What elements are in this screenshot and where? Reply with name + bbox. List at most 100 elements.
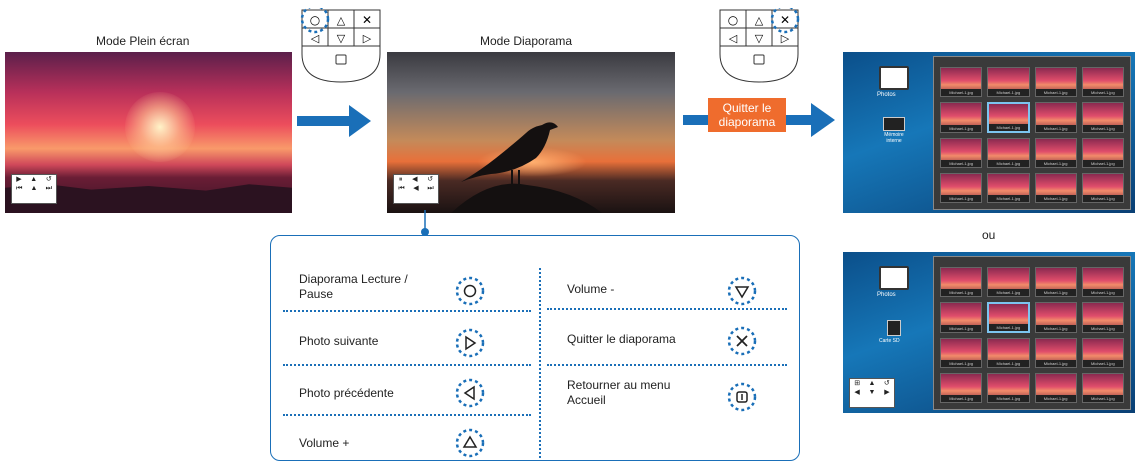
- thumb-grid-1: Michael-1.jpg Michael-1.jpg Michael-1.jp…: [940, 67, 1124, 203]
- thumbnail[interactable]: Michael-1.jpg: [1081, 137, 1124, 168]
- thumbnail[interactable]: Michael-1.jpg: [940, 172, 983, 203]
- svg-text:▽: ▽: [337, 32, 346, 45]
- volume-icon: ◀: [412, 176, 418, 183]
- thumb-grid-2: Michael-1.jpg Michael-1.jpg Michael-1.jp…: [940, 267, 1124, 403]
- photos-icon: [879, 266, 909, 290]
- seagull-silhouette: [451, 122, 603, 213]
- home2-item2: Carte SD: [879, 338, 900, 344]
- back-icon: ↺: [45, 176, 52, 183]
- thumbnail[interactable]: Michael-1.jpg: [1034, 67, 1077, 98]
- legend-quit-slideshow-label: Quitter le diaporama: [567, 332, 676, 346]
- column-divider: [539, 268, 541, 458]
- thumbnail[interactable]: Michael-1.jpg: [1081, 337, 1124, 368]
- next-icon: ⏭: [45, 185, 52, 192]
- svg-text:▷: ▷: [781, 32, 790, 45]
- thumbnail[interactable]: Michael-1.jpg: [940, 302, 983, 333]
- fullscreen-photo: ▶▲↺ ⏮▲⏭: [5, 52, 292, 213]
- thumbnail[interactable]: Michael-1.jpg: [1081, 102, 1124, 133]
- thumb-panel-2: Michael-1.jpg Michael-1.jpg Michael-1.jp…: [933, 256, 1131, 410]
- image-icon: ▲: [30, 176, 38, 183]
- svg-text:○: ○: [310, 13, 320, 27]
- thumbnail[interactable]: Michael-1.jpg: [940, 137, 983, 168]
- thumbnail[interactable]: Michael-1.jpg: [987, 372, 1030, 403]
- thumbnail-selected[interactable]: Michael-1.jpg: [987, 302, 1030, 333]
- thumbnail[interactable]: Michael-1.jpg: [987, 67, 1030, 98]
- remote-control-2: ○ △ ✕ ◁ ▽ ▷: [719, 8, 800, 83]
- fullscreen-title: Mode Plein écran: [96, 34, 190, 48]
- thumbnail[interactable]: Michael-1.jpg: [1034, 172, 1077, 203]
- quit-slideshow-button[interactable]: Quitter le diaporama: [708, 98, 786, 132]
- photos-icon: [879, 66, 909, 90]
- thumbnail[interactable]: Michael-1.jpg: [940, 102, 983, 133]
- thumbnail[interactable]: Michael-1.jpg: [1034, 137, 1077, 168]
- up-icon: ▲: [868, 380, 876, 387]
- home2-item1: Photos: [877, 292, 896, 298]
- legend-box: Diaporama Lecture / Pause Photo suivante…: [270, 235, 800, 461]
- home1-item2: Mémoire interne: [884, 132, 904, 144]
- thumbnail[interactable]: Michael-1.jpg: [940, 67, 983, 98]
- image2-icon: ▲: [30, 185, 38, 192]
- circle-icon: [455, 276, 485, 306]
- prev-icon: ⏮: [398, 185, 405, 192]
- up-triangle-icon: [455, 428, 485, 458]
- thumbnail-selected[interactable]: Michael-1.jpg: [987, 102, 1030, 133]
- thumbnail[interactable]: Michael-1.jpg: [1034, 102, 1077, 133]
- left-triangle-icon: [455, 378, 485, 408]
- slideshow-control-pad: ⏸◀↺ ⏮◀⏭: [393, 174, 439, 204]
- thumbnail[interactable]: Michael-1.jpg: [940, 372, 983, 403]
- sd-card-icon: [887, 320, 901, 336]
- home-screen-1: Photos Mémoire interne Michael-1.jpg Mic…: [843, 52, 1135, 213]
- thumbnail[interactable]: Michael-1.jpg: [1034, 302, 1077, 333]
- back-icon: ↺: [883, 380, 890, 387]
- remote-control-1: ○ △ ✕ ◁ ▽ ▷: [300, 8, 381, 83]
- thumbnail[interactable]: Michael-1.jpg: [940, 337, 983, 368]
- home-icon: [727, 382, 757, 412]
- svg-text:▷: ▷: [363, 32, 372, 45]
- legend-volume-up-label: Volume +: [299, 436, 350, 450]
- thumbnail[interactable]: Michael-1.jpg: [1081, 267, 1124, 298]
- legend-prev-photo-label: Photo précédente: [299, 386, 394, 400]
- legend-next-photo-label: Photo suivante: [299, 334, 379, 348]
- arrow-right-1: [297, 105, 371, 137]
- cross-icon: [727, 326, 757, 356]
- fullscreen-control-pad: ▶▲↺ ⏮▲⏭: [11, 174, 57, 204]
- svg-text:△: △: [755, 14, 764, 27]
- down-icon: ▼: [868, 389, 876, 396]
- pause-icon: ⏸: [398, 176, 403, 183]
- home-screen-2: Photos Carte SD ⊞▲↺ ◀▼▶ Michael-1.jpg Mi…: [843, 252, 1135, 413]
- right-triangle-icon: [455, 328, 485, 358]
- separator: [283, 414, 531, 416]
- svg-text:▽: ▽: [755, 32, 764, 45]
- thumbnail[interactable]: Michael-1.jpg: [987, 337, 1030, 368]
- legend-connector: [421, 210, 429, 236]
- separator: [547, 364, 787, 366]
- home1-item1: Photos: [877, 92, 896, 98]
- thumbnail[interactable]: Michael-1.jpg: [1081, 372, 1124, 403]
- separator: [547, 308, 787, 310]
- thumbnail[interactable]: Michael-1.jpg: [1081, 67, 1124, 98]
- thumbnail[interactable]: Michael-1.jpg: [1081, 172, 1124, 203]
- volume2-icon: ◀: [413, 185, 419, 192]
- left-icon: ◀: [854, 389, 860, 396]
- back-icon: ↺: [427, 176, 434, 183]
- separator: [283, 364, 531, 366]
- down-triangle-icon: [727, 276, 757, 306]
- svg-text:△: △: [337, 14, 346, 27]
- or-label: ou: [982, 228, 996, 242]
- svg-text:◁: ◁: [311, 32, 320, 45]
- play-icon: ▶: [16, 176, 22, 183]
- svg-text:○: ○: [728, 13, 738, 27]
- thumbnail[interactable]: Michael-1.jpg: [987, 267, 1030, 298]
- slideshow-photo: ⏸◀↺ ⏮◀⏭: [387, 52, 675, 213]
- memory-icon: [883, 117, 905, 131]
- legend-volume-down-label: Volume -: [567, 282, 615, 296]
- thumbnail[interactable]: Michael-1.jpg: [1034, 337, 1077, 368]
- thumbnail[interactable]: Michael-1.jpg: [1081, 302, 1124, 333]
- sun-glow: [125, 92, 195, 162]
- thumbnail[interactable]: Michael-1.jpg: [987, 137, 1030, 168]
- thumbnail[interactable]: Michael-1.jpg: [1034, 372, 1077, 403]
- thumbnail[interactable]: Michael-1.jpg: [1034, 267, 1077, 298]
- thumbnail[interactable]: Michael-1.jpg: [987, 172, 1030, 203]
- thumbnail[interactable]: Michael-1.jpg: [940, 267, 983, 298]
- svg-text:✕: ✕: [780, 13, 790, 27]
